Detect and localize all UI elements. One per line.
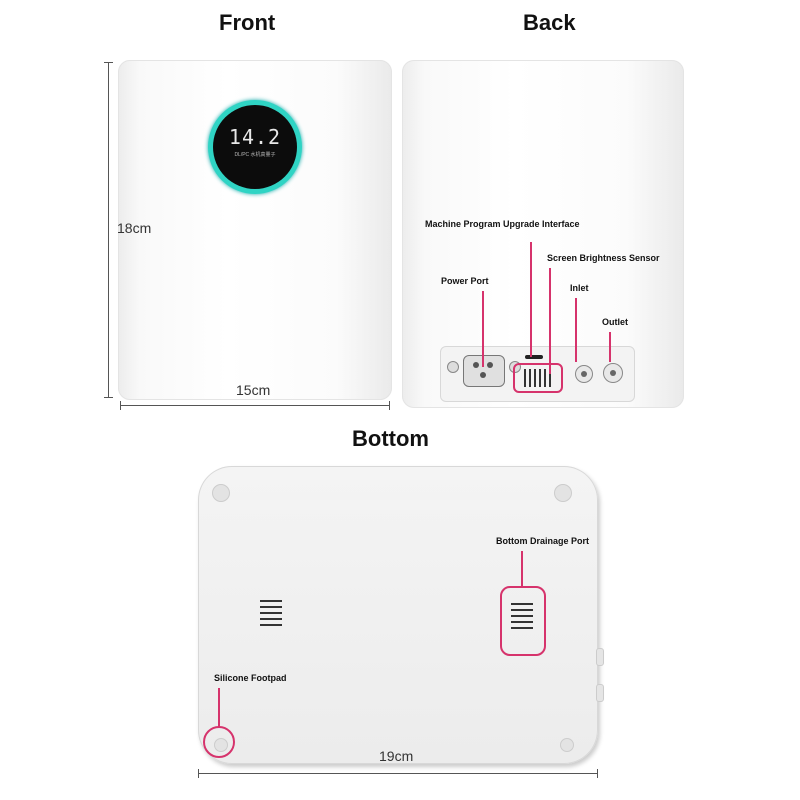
brightness-sensor-highlight <box>513 363 563 393</box>
power-port <box>463 355 505 387</box>
leader-line-power <box>482 291 484 367</box>
leader-line-footpad <box>218 688 220 728</box>
power-pin-icon <box>487 362 493 368</box>
inlet-hole-icon <box>581 371 587 377</box>
sensor-grille-icon <box>524 369 552 387</box>
footpad-highlight <box>203 726 235 758</box>
bottom-device <box>198 466 604 764</box>
power-pin-icon <box>473 362 479 368</box>
leader-line-drainage <box>521 551 523 586</box>
bottom-vent-left <box>260 600 282 630</box>
leader-line-outlet <box>609 332 611 362</box>
width-dimension-line <box>120 405 390 406</box>
side-knob-icon <box>596 648 604 666</box>
screw-left-icon <box>447 361 459 373</box>
inlet-port <box>575 365 593 383</box>
front-device: 14.2 DL/PC 水机高量子 <box>118 60 392 400</box>
display-screen: 14.2 DL/PC 水机高量子 <box>213 105 297 189</box>
leader-line-inlet <box>575 298 577 362</box>
foot-bottom-right-icon <box>560 738 574 752</box>
callout-outlet: Outlet <box>602 317 628 327</box>
foot-top-left-icon <box>212 484 230 502</box>
width-dimension-cap-right <box>389 401 390 410</box>
side-knob-icon <box>596 684 604 702</box>
height-dimension-cap-bottom <box>104 397 113 398</box>
callout-power-port: Power Port <box>441 276 489 286</box>
back-device <box>402 60 684 408</box>
leader-line-sensor <box>549 268 551 374</box>
length-dimension-line <box>198 773 598 774</box>
outlet-hole-icon <box>610 370 616 376</box>
bottom-title: Bottom <box>352 426 429 451</box>
foot-top-right-icon <box>554 484 572 502</box>
callout-brightness-sensor: Screen Brightness Sensor <box>547 253 660 263</box>
port-panel <box>440 346 635 402</box>
drainage-port-highlight <box>500 586 546 656</box>
drainage-vent-icon <box>511 603 533 633</box>
height-dimension-cap-top <box>104 62 113 63</box>
length-dimension-cap-right <box>597 769 598 778</box>
width-dimension-label: 15cm <box>236 382 271 398</box>
height-dimension-label: 18cm <box>117 220 152 236</box>
length-dimension-label: 19cm <box>379 748 414 764</box>
display-ring: 14.2 DL/PC 水机高量子 <box>208 100 302 194</box>
callout-drainage-port: Bottom Drainage Port <box>496 536 590 546</box>
height-dimension-line <box>108 62 109 398</box>
usb-c-port-icon <box>525 355 543 359</box>
callout-inlet: Inlet <box>570 283 589 293</box>
power-pin-icon <box>480 372 486 378</box>
display-subtext: DL/PC 水机高量子 <box>234 152 276 158</box>
display-value: 14.2 <box>228 125 282 149</box>
front-title: Front <box>219 10 276 35</box>
outlet-port <box>603 363 623 383</box>
width-dimension-cap-left <box>120 401 121 410</box>
length-dimension-cap-left <box>198 769 199 778</box>
back-title: Back <box>523 10 576 35</box>
leader-line-upgrade <box>530 242 532 357</box>
callout-footpad: Silicone Footpad <box>214 673 287 683</box>
callout-upgrade-interface: Machine Program Upgrade Interface <box>425 219 580 229</box>
